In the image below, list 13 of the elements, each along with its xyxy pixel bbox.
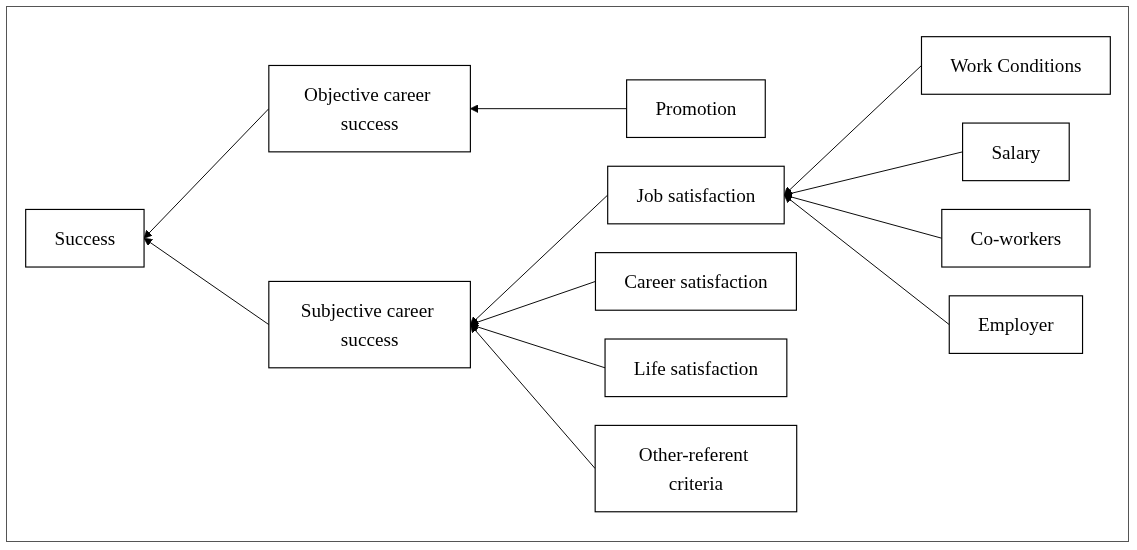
node-box: [24, 208, 145, 268]
node-box: [606, 165, 785, 225]
node-box: [267, 64, 471, 153]
diagram-frame: Success Objective career success Subjective career success Promotion Job satisfaction Career satisfaction Life satisfaction Other-referent criteria Work Conditions Salary Co-workers Employer: [6, 6, 1129, 542]
node-box: [961, 122, 1070, 181]
node-box: [267, 280, 471, 369]
node-box: [594, 251, 797, 311]
node-box: [603, 338, 787, 397]
node-box: [594, 424, 797, 513]
node-box: [940, 208, 1091, 268]
node-box: [920, 35, 1111, 95]
node-box: [625, 79, 766, 138]
node-box: [948, 295, 1083, 354]
